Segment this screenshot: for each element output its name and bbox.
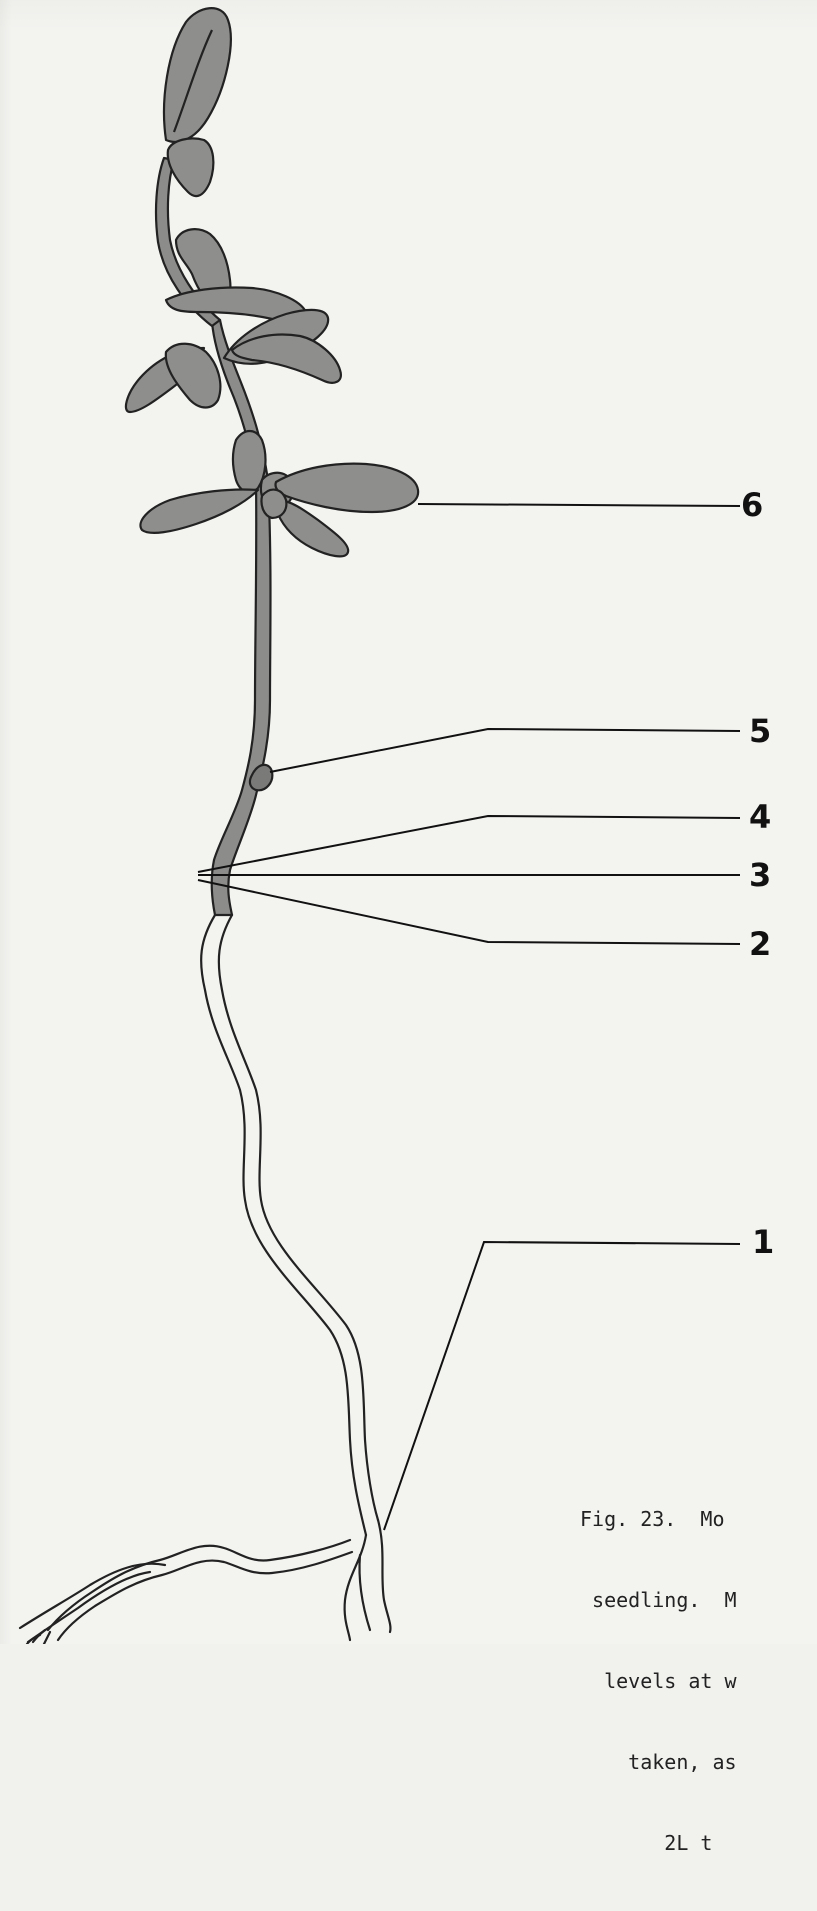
- leader-line-5: [270, 729, 740, 772]
- leader-lines: [198, 504, 740, 1530]
- leader-line-2: [198, 880, 740, 944]
- leaves: [126, 8, 418, 556]
- leader-line-4: [198, 816, 740, 872]
- label-1: 1: [752, 1226, 774, 1258]
- label-6: 6: [741, 489, 763, 521]
- seedling-diagram: [0, 0, 817, 1644]
- label-4: 4: [749, 801, 771, 833]
- caption-line: taken, as: [580, 1749, 817, 1776]
- figure-caption: Fig. 23. Mo seedling. M levels at w take…: [580, 1452, 817, 1911]
- label-5: 5: [749, 715, 771, 747]
- label-3: 3: [749, 859, 771, 891]
- caption-line: Fig. 23. Mo: [580, 1506, 817, 1533]
- caption-line: levels at w: [580, 1668, 817, 1695]
- leader-line-6: [418, 504, 740, 506]
- figure-page: 6 5 4 3 2 1 Fig. 23. Mo seedling. M leve…: [0, 0, 817, 1644]
- caption-line: 2L t: [580, 1830, 817, 1857]
- caption-line: seedling. M: [580, 1587, 817, 1614]
- label-2: 2: [749, 928, 771, 960]
- root-system: [20, 915, 390, 1644]
